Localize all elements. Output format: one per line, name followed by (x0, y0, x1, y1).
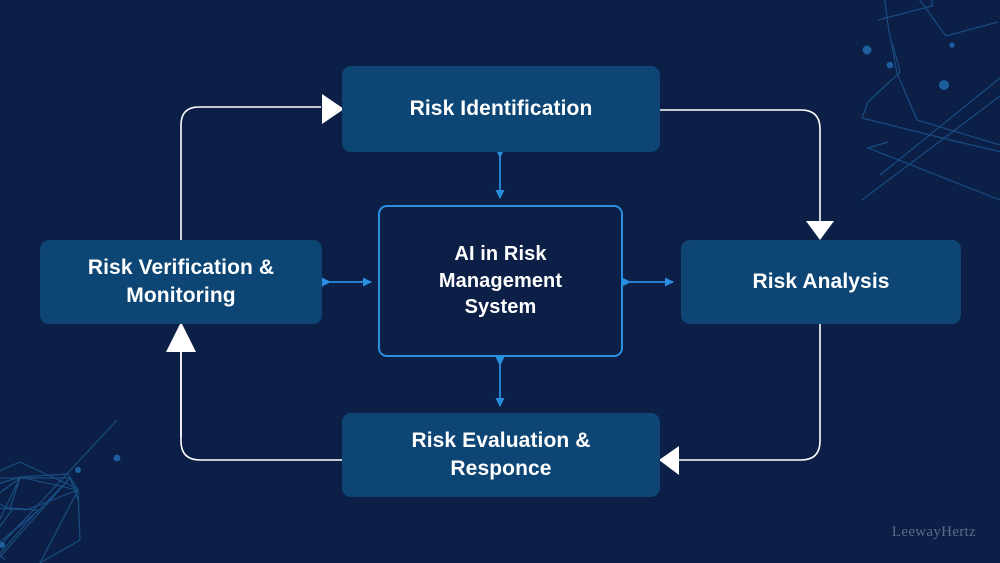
node-risk-identification-label: Risk Identification (409, 97, 593, 121)
node-risk-verification-monitoring-line2: Monitoring (126, 284, 236, 307)
node-risk-verification-monitoring-label: Risk Verification & Monitoring (88, 254, 274, 309)
node-risk-analysis[interactable]: Risk Analysis (681, 240, 961, 324)
flow-arrow-verification-to-identification (180, 94, 344, 437)
flow-arrow-evaluation-to-verification (180, 352, 342, 461)
node-risk-evaluation-response-line1: Risk Evaluation & (411, 429, 591, 453)
node-risk-evaluation-response-line2: Responce (450, 457, 552, 480)
flow-arrowhead-into-verification (166, 322, 196, 352)
node-risk-evaluation-response-label: Risk Evaluation & Responce (411, 427, 590, 482)
node-risk-identification[interactable]: Risk Identification (342, 66, 660, 152)
node-risk-verification-monitoring-line1: Risk Verification & (87, 256, 275, 280)
node-risk-verification-monitoring[interactable]: Risk Verification & Monitoring (40, 240, 322, 324)
node-ai-risk-management-system[interactable]: AI in Risk Management System (378, 205, 623, 357)
node-risk-analysis-label: Risk Analysis (752, 270, 890, 294)
watermark-leewayhertz: LeewayHertz (891, 524, 976, 540)
node-center-line2: Management (438, 269, 563, 292)
node-risk-evaluation-response[interactable]: Risk Evaluation & Responce (342, 413, 660, 497)
node-center-line1: AI in Risk (454, 243, 547, 266)
flow-arrow-analysis-to-evaluation (659, 324, 821, 475)
node-center-label: AI in Risk Management System (439, 241, 562, 320)
flow-arrow-identification-to-analysis (660, 109, 834, 240)
node-center-line3: System (464, 296, 537, 319)
